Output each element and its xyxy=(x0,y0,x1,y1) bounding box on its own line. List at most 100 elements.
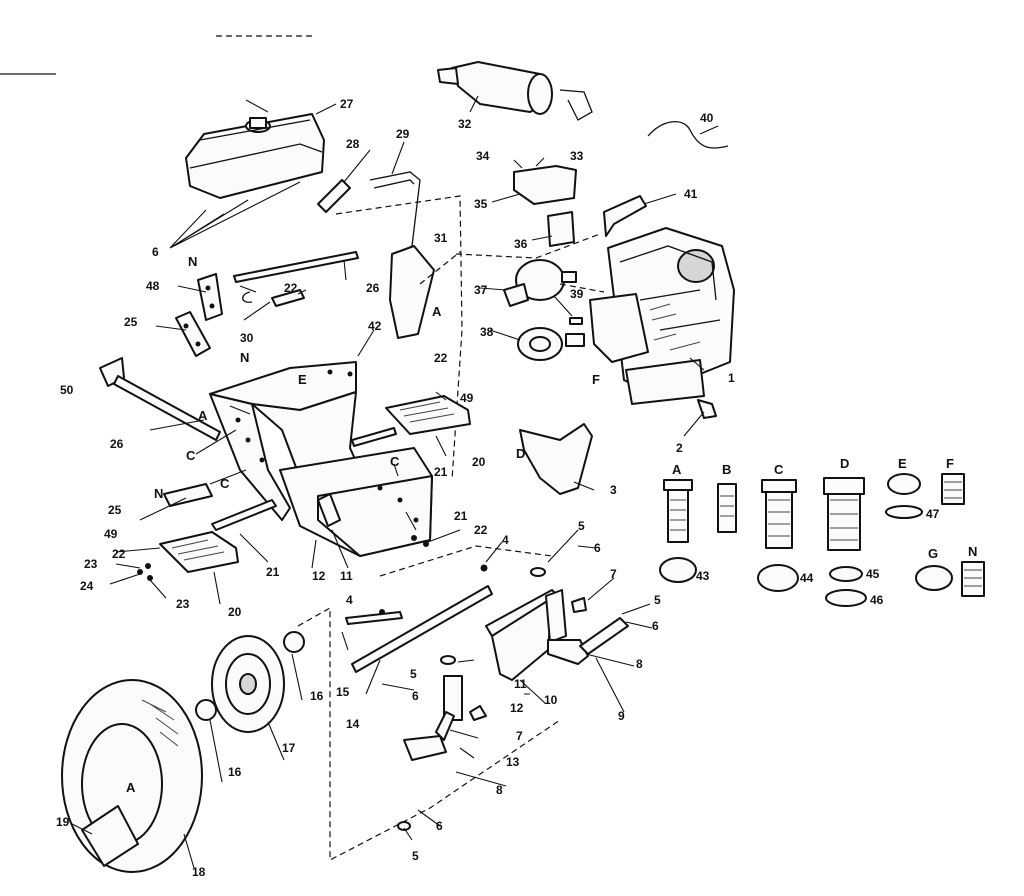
foot-rest-left xyxy=(159,531,239,573)
spindle-shaft-left xyxy=(435,711,455,741)
engine xyxy=(589,227,735,405)
foot-rest-right xyxy=(385,395,471,435)
pivot-plate-lower xyxy=(163,483,213,507)
callout-4-low: 4 xyxy=(346,593,353,607)
callout-23-low: 23 xyxy=(176,597,190,611)
callout-22-left: 22 xyxy=(112,547,126,561)
callout-47: 47 xyxy=(926,507,940,521)
callout-6-top: 6 xyxy=(152,245,159,259)
clevis-pin xyxy=(271,289,305,307)
callout-6-right: 6 xyxy=(594,541,601,555)
belt-guide-bracket xyxy=(519,423,593,495)
marker-d: D xyxy=(516,446,525,461)
callout-13: 13 xyxy=(506,755,520,769)
tie-rod xyxy=(345,611,403,625)
callout-16-low: 16 xyxy=(228,765,242,779)
callout-41: 41 xyxy=(684,187,698,201)
callout-12-top: 12 xyxy=(312,569,326,583)
callout-42: 42 xyxy=(368,319,382,333)
callout-49-top: 49 xyxy=(460,391,474,405)
callout-6-far: 6 xyxy=(652,619,659,633)
callout-29: 29 xyxy=(396,127,410,141)
callout-19: 19 xyxy=(56,815,70,829)
spindle-right xyxy=(579,617,629,655)
callout-9: 9 xyxy=(618,709,625,723)
callout-28: 28 xyxy=(346,137,360,151)
callout-5-right: 5 xyxy=(654,593,661,607)
callout-43: 43 xyxy=(696,569,710,583)
callout-33: 33 xyxy=(570,149,584,163)
callout-2: 2 xyxy=(676,441,683,455)
callout-14: 14 xyxy=(346,717,360,731)
callout-40: 40 xyxy=(700,111,714,125)
callout-7-low: 7 xyxy=(516,729,523,743)
marker-c-frame2: C xyxy=(220,476,230,491)
callout-5-mid: 5 xyxy=(410,667,417,681)
callout-4-top: 4 xyxy=(502,533,509,547)
callout-5-top: 5 xyxy=(578,519,585,533)
key-b: B xyxy=(722,462,731,477)
grease-fitting xyxy=(571,597,587,613)
callout-1: 1 xyxy=(728,371,735,385)
pivot-plate-upper xyxy=(175,273,223,357)
marker-f: F xyxy=(592,372,600,387)
callout-38: 38 xyxy=(480,325,494,339)
wheel-bearing xyxy=(283,631,305,653)
callout-21-mid: 21 xyxy=(454,509,468,523)
callout-32: 32 xyxy=(458,117,472,131)
callout-11-top: 11 xyxy=(340,569,353,583)
callout-6-bottom: 6 xyxy=(436,819,443,833)
callout-25-low: 25 xyxy=(108,503,122,517)
callout-12-low: 12 xyxy=(510,701,524,715)
muffler xyxy=(437,61,593,121)
callout-45: 45 xyxy=(866,567,880,581)
callout-6-mid: 6 xyxy=(412,689,419,703)
marker-n-top: N xyxy=(188,254,197,269)
fuel-tank xyxy=(185,113,325,199)
callout-3: 3 xyxy=(610,483,617,497)
callout-7-top: 7 xyxy=(610,567,617,581)
shift-lever xyxy=(99,357,221,441)
callout-25-top: 25 xyxy=(124,315,138,329)
marker-e: E xyxy=(298,372,307,387)
callout-35: 35 xyxy=(474,197,488,211)
steering-arm xyxy=(547,639,589,665)
callout-15: 15 xyxy=(336,685,350,699)
carriage-bolt xyxy=(351,427,397,447)
callout-21-low: 21 xyxy=(266,565,280,579)
callout-16-top: 16 xyxy=(310,689,324,703)
key-f: F xyxy=(946,456,954,471)
control-bracket xyxy=(513,165,577,247)
callout-26-top: 26 xyxy=(366,281,380,295)
callout-30: 30 xyxy=(240,331,254,345)
spark-wire xyxy=(647,121,729,149)
hardware-key xyxy=(659,473,985,607)
grease-fitting xyxy=(469,705,487,721)
marker-c-frame3: C xyxy=(390,454,400,469)
callout-36: 36 xyxy=(514,237,528,251)
callout-22-top: 22 xyxy=(284,281,298,295)
key-g: G xyxy=(928,546,938,561)
callout-5-bottom: 5 xyxy=(412,849,419,863)
callout-48: 48 xyxy=(146,279,160,293)
callout-21-top: 21 xyxy=(434,465,448,479)
key-n: N xyxy=(968,544,977,559)
key-e: E xyxy=(898,456,907,471)
callout-39: 39 xyxy=(570,287,584,301)
callout-20-low: 20 xyxy=(228,605,242,619)
spindle-left xyxy=(403,735,447,761)
fuel-line xyxy=(369,171,421,253)
callout-31: 31 xyxy=(434,231,448,245)
key-d: D xyxy=(840,456,849,471)
fuel-hose xyxy=(317,179,351,213)
callout-10: 10 xyxy=(544,693,558,707)
pulley-key xyxy=(569,317,583,325)
callout-24: 24 xyxy=(80,579,94,593)
front-tire xyxy=(61,679,203,873)
callout-34: 34 xyxy=(476,149,490,163)
callout-22-mid: 22 xyxy=(434,351,448,365)
pivot-rod xyxy=(233,251,359,283)
marker-a-tire: A xyxy=(126,780,136,795)
callout-49-low: 49 xyxy=(104,527,118,541)
